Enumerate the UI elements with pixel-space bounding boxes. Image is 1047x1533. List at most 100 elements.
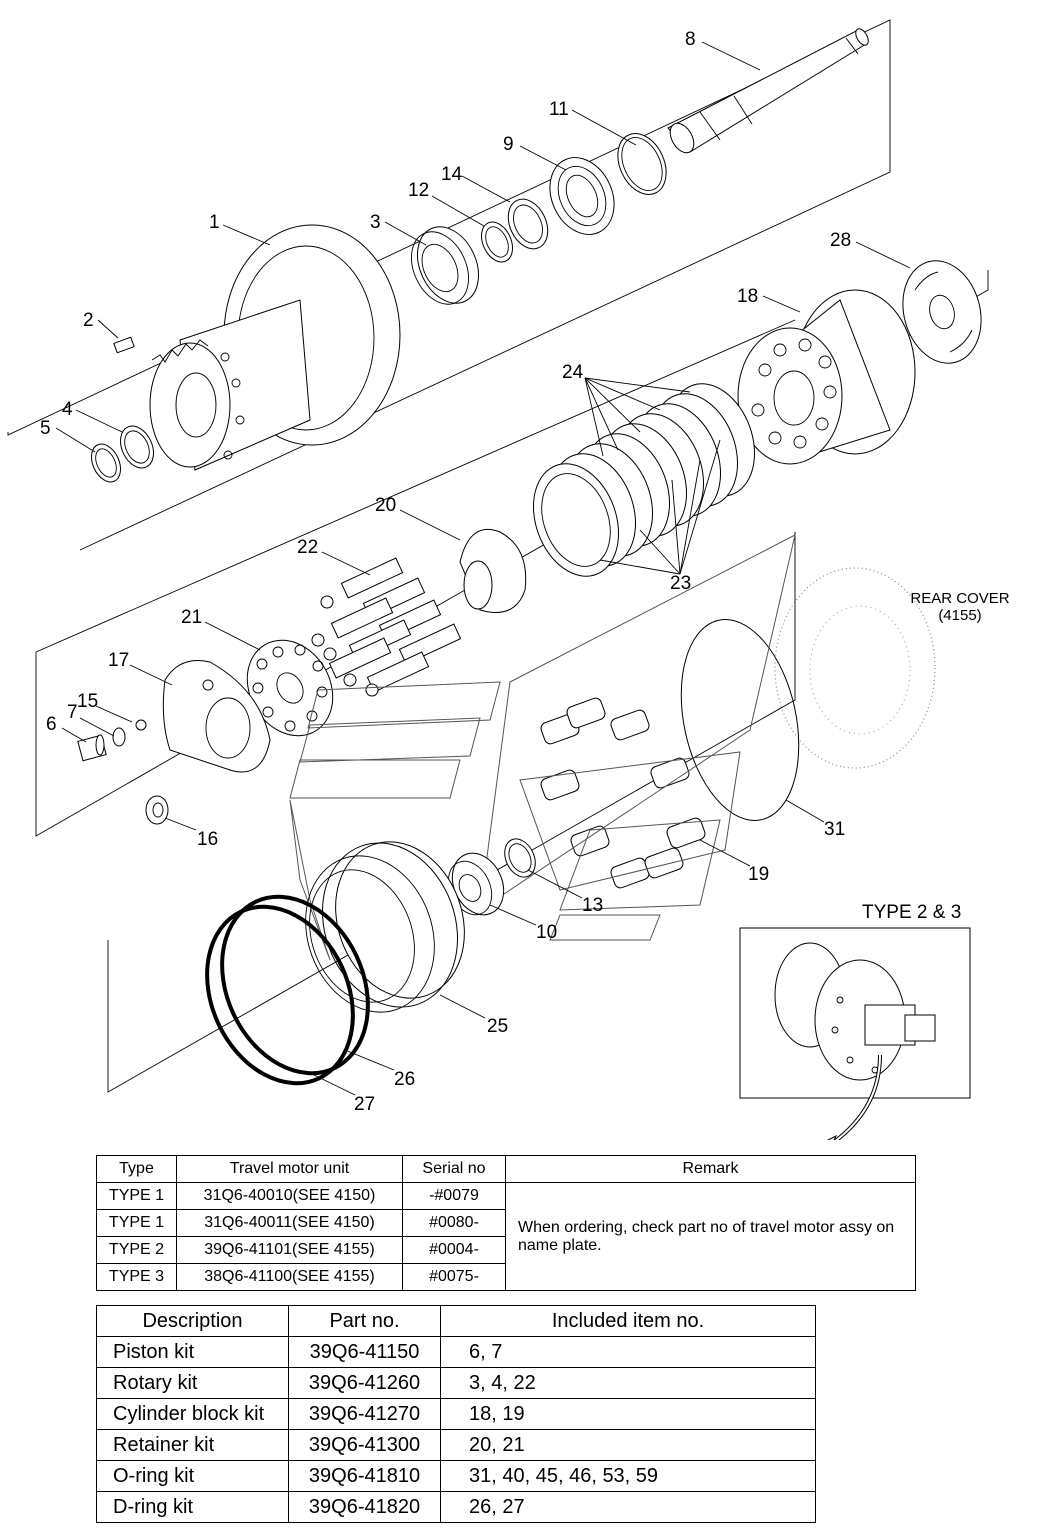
callout-12: 12 (408, 180, 429, 201)
callout-31: 31 (824, 819, 845, 840)
callout-6: 6 (46, 714, 57, 735)
travel-motor-type-table: Type Travel motor unit Serial no Remark … (96, 1155, 916, 1291)
description-cell: Piston kit (96, 1336, 289, 1368)
exploded-parts-diagram: 8 11 9 14 12 3 1 2 4 5 28 18 24 23 20 22… (7, 19, 989, 1140)
callout-labels: 8 11 9 14 12 3 1 2 4 5 28 18 24 23 20 22… (40, 29, 851, 1115)
table-row: Retainer kit 39Q6-41300 20, 21 (96, 1429, 816, 1461)
callout-24: 24 (562, 362, 584, 383)
part-cell: 39Q6-41260 (288, 1367, 441, 1399)
callout-21: 21 (181, 607, 202, 628)
items-cell: 31, 40, 45, 46, 53, 59 (440, 1460, 816, 1492)
kit-table-header: Description Part no. Included item no. (96, 1305, 816, 1337)
snap-ring-part-11 (617, 133, 667, 195)
header-included-items: Included item no. (440, 1305, 816, 1337)
rear-cover-code: (4155) (938, 607, 982, 624)
table-row: TYPE 1 31Q6-40010(SEE 4150) -#0079 When … (96, 1182, 916, 1291)
o-ring-part-7 (112, 727, 126, 747)
callout-17: 17 (108, 650, 129, 671)
callout-23: 23 (670, 573, 691, 594)
part-cell: 39Q6-41270 (288, 1398, 441, 1430)
callout-14: 14 (441, 164, 463, 185)
ball-part-15 (135, 719, 147, 731)
header-part-no: Part no. (288, 1305, 441, 1337)
callout-10: 10 (536, 922, 557, 943)
unit-cell: 31Q6-40010(SEE 4150) (176, 1182, 403, 1210)
table-row: Piston kit 39Q6-41150 6, 7 (96, 1336, 816, 1368)
serial-cell: #0075- (402, 1263, 506, 1291)
table-row: TYPE 3 38Q6-41100(SEE 4155) #0075- (96, 1263, 916, 1291)
leader-lines (55, 41, 911, 1096)
part-cell: 39Q6-41300 (288, 1429, 441, 1461)
callout-7: 7 (67, 702, 78, 723)
header-remark: Remark (505, 1155, 916, 1183)
unit-cell: 39Q6-41101(SEE 4155) (176, 1236, 403, 1264)
springs-part-19 (540, 697, 706, 889)
piston-part-6 (77, 734, 107, 762)
ring-part-12 (481, 221, 513, 263)
items-cell: 3, 4, 22 (440, 1367, 816, 1399)
items-cell: 18, 19 (440, 1398, 816, 1430)
ring-part-14 (507, 198, 549, 250)
table-row: TYPE 1 31Q6-40011(SEE 4150) #0080- (96, 1209, 916, 1237)
kit-parts-table: Description Part no. Included item no. P… (96, 1305, 816, 1523)
rear-cover-outline (774, 567, 936, 769)
brake-piston-part-25 (305, 841, 465, 1013)
housing-part-1 (149, 224, 401, 471)
snap-ring-part-5 (90, 443, 122, 483)
remark-cell: When ordering, check part no of travel m… (505, 1182, 916, 1291)
pin-part-2 (113, 336, 135, 354)
table-row: Rotary kit 39Q6-41260 3, 4, 22 (96, 1367, 816, 1399)
table-row: D-ring kit 39Q6-41820 26, 27 (96, 1491, 816, 1523)
valve-plate-part-28 (902, 260, 982, 364)
type-cell: TYPE 3 (96, 1263, 177, 1291)
swash-plate-part-17 (162, 660, 271, 773)
table-row: O-ring kit 39Q6-41810 31, 40, 45, 46, 53… (96, 1460, 816, 1492)
callout-28: 28 (830, 230, 851, 251)
snap-ring-part-13 (504, 838, 536, 878)
callout-19: 19 (748, 864, 769, 885)
type-cell: TYPE 2 (96, 1236, 177, 1264)
watermark-logo (289, 534, 796, 961)
d-ring-part-27 (205, 904, 355, 1086)
part-cell: 39Q6-41150 (288, 1336, 441, 1368)
description-cell: Cylinder block kit (96, 1398, 289, 1430)
description-cell: D-ring kit (96, 1491, 289, 1523)
header-serial-no: Serial no (402, 1155, 506, 1183)
header-type: Type (96, 1155, 177, 1183)
header-description: Description (96, 1305, 289, 1337)
header-travel-motor-unit: Travel motor unit (176, 1155, 403, 1183)
callout-18: 18 (737, 286, 758, 307)
callout-3: 3 (370, 212, 381, 233)
rear-cover-title: REAR COVER (910, 590, 1010, 607)
description-cell: Retainer kit (96, 1429, 289, 1461)
type-cell: TYPE 1 (96, 1209, 177, 1237)
bushing-part-16 (145, 795, 169, 825)
callout-16: 16 (197, 829, 218, 850)
part-cell: 39Q6-41820 (288, 1491, 441, 1523)
bearing-part-3 (411, 226, 479, 305)
shaft-part-8 (667, 28, 869, 154)
callout-22: 22 (297, 537, 318, 558)
callout-5: 5 (40, 418, 51, 439)
callout-2: 2 (83, 310, 94, 331)
part-cell: 39Q6-41810 (288, 1460, 441, 1492)
items-cell: 26, 27 (440, 1491, 816, 1523)
type-2-3-inset (739, 927, 971, 1140)
assembly-planes (7, 19, 989, 1093)
items-cell: 20, 21 (440, 1429, 816, 1461)
serial-cell: -#0079 (402, 1182, 506, 1210)
serial-cell: #0080- (402, 1209, 506, 1237)
rear-cover-label: REAR COVER (4155) (890, 590, 1030, 624)
callout-25: 25 (487, 1016, 508, 1037)
cylinder-block-part-18 (737, 289, 916, 465)
friction-plates-parts-23-24 (532, 383, 756, 577)
callout-11: 11 (549, 99, 569, 120)
callout-8: 8 (685, 29, 696, 50)
ball-guide-part-20 (459, 528, 527, 613)
callout-26: 26 (394, 1069, 415, 1090)
serial-cell: #0004- (402, 1236, 506, 1264)
bearing-part-9 (549, 157, 615, 235)
retainer-plate-part-21 (246, 639, 334, 737)
pistons-part-22 (311, 557, 462, 697)
unit-cell: 38Q6-41100(SEE 4155) (176, 1263, 403, 1291)
